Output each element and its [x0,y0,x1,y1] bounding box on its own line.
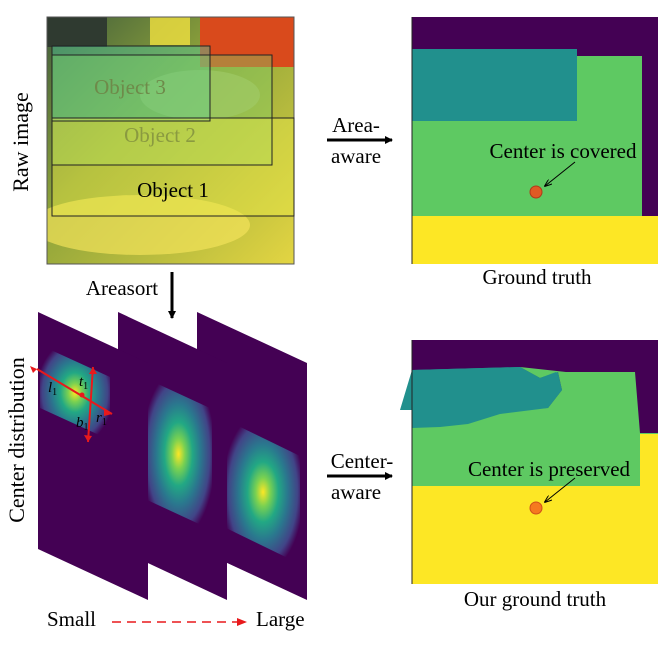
our-ground-truth-annotation: Center is preserved [468,457,631,481]
center-distribution-side-label: Center distribution [4,357,29,523]
size-scale: Small Large [47,607,305,631]
label-t: t1 [79,374,88,392]
label-b: b1 [76,415,89,433]
center-distribution-stack: l1 t1 r1 b1 [30,312,307,600]
center-aware-label-2: aware [331,480,381,504]
label-l: l1 [48,380,57,398]
ground-truth-annotation: Center is covered [490,139,637,163]
center-aware-arrow: Center- aware [327,449,393,504]
object-2-label: Object 2 [124,123,196,147]
scale-large-label: Large [256,607,305,631]
raw-image: Object 3 Object 2 Object 1 [46,16,295,265]
center-aware-label-1: Center- [331,449,394,473]
areasort-label: Areasort [86,276,158,300]
ground-truth-caption: Ground truth [482,265,592,289]
center-dot-preserved [529,501,543,515]
object-1-label: Object 1 [137,178,209,202]
raw-image-side-label: Raw image [8,92,33,192]
scale-small-label: Small [47,607,96,631]
our-ground-truth-map: Center is preserved [400,340,658,584]
center-dot [529,185,543,199]
object-3-label: Object 3 [94,75,166,99]
ground-truth-map: Center is covered [411,17,658,264]
area-aware-label-2: aware [331,144,381,168]
label-r: r1 [96,410,107,428]
area-aware-label-1: Area- [332,113,380,137]
area-aware-arrow: Area- aware [327,113,393,168]
our-ground-truth-caption: Our ground truth [464,587,607,611]
areasort-arrow: Areasort [86,272,176,319]
